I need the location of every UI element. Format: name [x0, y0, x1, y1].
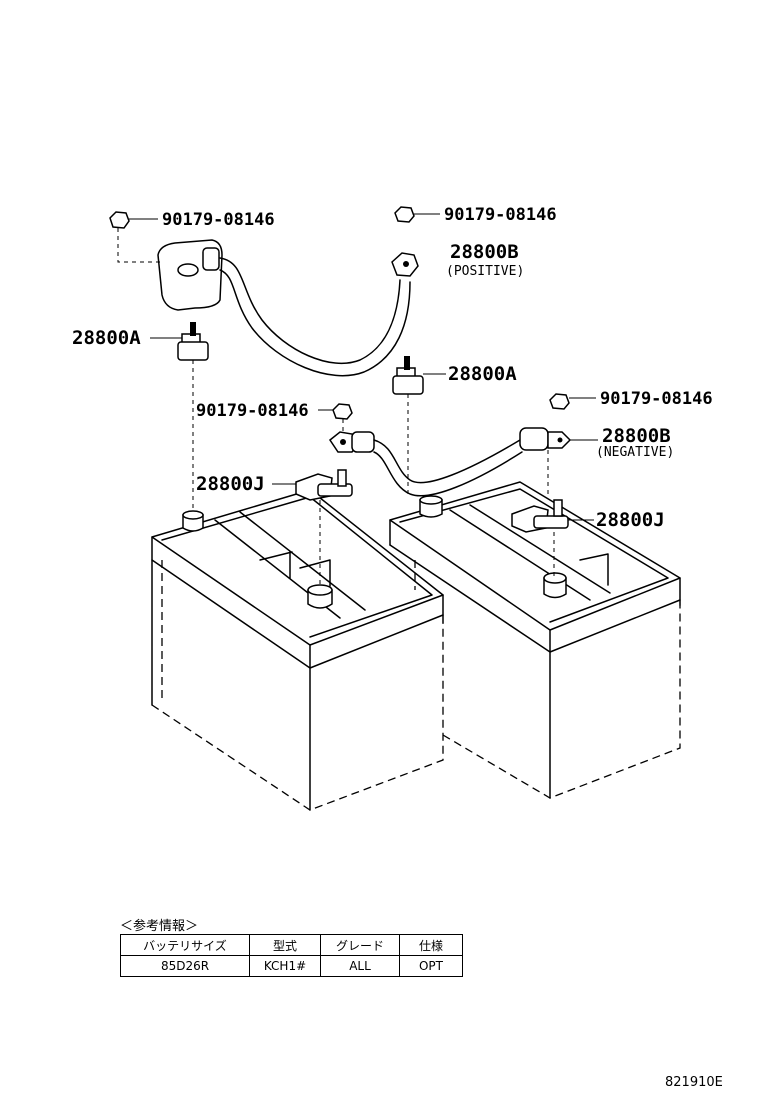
reference-table: バッテリサイズ 型式 グレード 仕様 85D26R KCH1# ALL OPT: [120, 934, 463, 977]
nut-right: [549, 393, 596, 410]
battery-left: [151, 489, 444, 811]
label-cable-negative-note: (NEGATIVE): [596, 445, 674, 460]
nut-top-right: [394, 206, 440, 223]
terminal-right: [392, 356, 446, 498]
label-terminal-left: 28800A: [72, 327, 141, 349]
reference-caption: ＜参考情報＞: [120, 919, 199, 934]
header-battery-size: バッテリサイズ: [120, 934, 250, 956]
label-terminal-right: 28800A: [448, 363, 517, 385]
label-nut-middle: 90179-08146: [196, 401, 309, 421]
clamp-left: [272, 469, 353, 588]
clamp-right: [511, 499, 594, 576]
battery-right-post-rear: [419, 495, 443, 518]
negative-cable: [328, 427, 598, 498]
battery-left-post-rear: [182, 510, 204, 532]
label-cable-positive-note: (POSITIVE): [446, 264, 524, 279]
header-grade: グレード: [320, 934, 400, 956]
nut-middle: [318, 403, 353, 432]
cell-model: KCH1#: [249, 955, 321, 977]
reference-data-row: 85D26R KCH1# ALL OPT: [120, 955, 463, 977]
terminal-left: [150, 322, 209, 512]
nut-top-left: [109, 211, 160, 263]
battery-left-post-front: [307, 584, 333, 609]
label-cable-positive: 28800B: [450, 241, 519, 263]
label-clamp-right: 28800J: [596, 509, 665, 531]
label-nut-top-right: 90179-08146: [444, 205, 557, 225]
label-nut-right: 90179-08146: [600, 389, 713, 409]
cell-grade: ALL: [320, 955, 400, 977]
label-clamp-left: 28800J: [196, 473, 265, 495]
label-cable-negative: 28800B: [602, 425, 671, 447]
cell-spec: OPT: [399, 955, 463, 977]
positive-cable: [157, 239, 419, 377]
header-model: 型式: [249, 934, 321, 956]
label-nut-top-left: 90179-08146: [162, 210, 275, 230]
battery-right-post-front: [543, 572, 567, 599]
cell-battery-size: 85D26R: [120, 955, 250, 977]
figure-code: 821910E: [665, 1075, 723, 1090]
header-spec: 仕様: [399, 934, 463, 956]
reference-header-row: バッテリサイズ 型式 グレード 仕様: [120, 934, 463, 956]
